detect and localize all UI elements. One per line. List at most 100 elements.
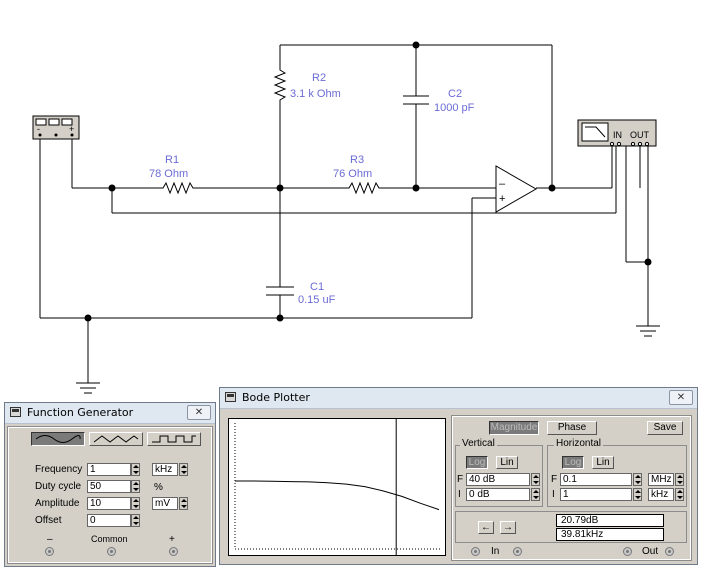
bode-magnitude-curve	[235, 480, 440, 511]
bode-plotter-window: Bode Plotter ✕ Magnitude Phase Save Vert…	[219, 387, 698, 565]
c1-name: C1	[310, 281, 324, 293]
r3-name: R3	[350, 154, 364, 166]
vertical-initial-prefix: I	[458, 489, 461, 500]
in-minus-terminal[interactable]	[513, 547, 522, 556]
horizontal-title: Horizontal	[554, 438, 604, 449]
horizontal-final-prefix: F	[551, 474, 558, 485]
bode-in-label: IN	[613, 130, 622, 140]
offset-input[interactable]: 0	[87, 514, 131, 527]
triangle-wave-icon	[93, 435, 139, 443]
out-plus-terminal[interactable]	[623, 547, 632, 556]
vertical-final-prefix: F	[457, 474, 464, 485]
sine-wave-icon	[35, 435, 81, 443]
out-label: Out	[642, 546, 659, 557]
bode-plotter-title: Bode Plotter	[242, 391, 310, 404]
c2-name: C2	[448, 88, 462, 100]
horizontal-final-input[interactable]: 0.1	[560, 473, 632, 486]
horizontal-lin-button[interactable]: Lin	[592, 456, 614, 469]
svg-text:–: –	[499, 178, 506, 190]
amplitude-unit-spinner[interactable]	[179, 497, 188, 510]
frequency-input[interactable]: 1	[87, 463, 131, 476]
vertical-initial-spinner[interactable]	[531, 488, 540, 501]
save-button[interactable]: Save	[647, 421, 683, 435]
r2-name: R2	[312, 72, 326, 84]
frequency-unit-spinner[interactable]	[179, 463, 188, 476]
c2-value: 1000 pF	[434, 102, 475, 114]
r1-value: 78 Ohm	[149, 168, 188, 180]
horizontal-log-button[interactable]: Log	[562, 456, 584, 469]
svg-text:+: +	[499, 193, 505, 205]
frequency-label: Frequency	[35, 464, 83, 475]
vertical-lin-button[interactable]: Lin	[496, 456, 518, 469]
horizontal-initial-spinner[interactable]	[633, 488, 642, 501]
horizontal-initial-unit-select[interactable]: kHz	[648, 488, 674, 501]
amplitude-spinner[interactable]	[131, 497, 140, 510]
bode-control-panel: Magnitude Phase Save Vertical Log Lin F …	[451, 415, 692, 561]
fg-term-minus-label: -	[37, 124, 40, 134]
offset-label: Offset	[35, 515, 62, 526]
bode-plotter-titlebar[interactable]: Bode Plotter ✕	[220, 388, 697, 409]
cursor-left-button[interactable]: ←	[478, 521, 494, 534]
common-terminal-label: Common	[91, 534, 128, 544]
bode-out-label: OUT	[630, 130, 650, 140]
duty-cycle-unit: %	[154, 482, 163, 493]
sine-wave-button[interactable]	[31, 432, 85, 446]
horizontal-final-unit-spinner[interactable]	[675, 473, 684, 486]
duty-cycle-spinner[interactable]	[131, 480, 140, 493]
amplitude-input[interactable]: 10	[87, 497, 131, 510]
horizontal-group: Horizontal Log Lin F 0.1 MHz I 1 kHz	[547, 438, 687, 507]
r2-value: 3.1 k Ohm	[290, 88, 341, 100]
minus-terminal-label: –	[47, 534, 53, 545]
c1-value: 0.15 uF	[298, 294, 336, 306]
horizontal-final-spinner[interactable]	[633, 473, 642, 486]
magnitude-button[interactable]: Magnitude	[489, 421, 539, 435]
vertical-final-input[interactable]: 40 dB	[466, 473, 530, 486]
bode-plotter-instrument[interactable]: IN OUT	[577, 119, 657, 147]
vertical-log-button[interactable]: Log	[466, 456, 488, 469]
function-generator-instrument[interactable]: - +	[32, 115, 80, 140]
vertical-title: Vertical	[460, 438, 497, 449]
vertical-initial-input[interactable]: 0 dB	[466, 488, 530, 501]
readout-magnitude: 20.79dB	[556, 514, 664, 527]
horizontal-initial-prefix: I	[552, 489, 555, 500]
close-icon[interactable]: ✕	[669, 390, 693, 405]
square-wave-icon	[152, 435, 196, 443]
horizontal-initial-input[interactable]: 1	[560, 488, 632, 501]
bode-plotter-app-icon	[225, 392, 236, 402]
r1-name: R1	[165, 154, 179, 166]
vertical-group: Vertical Log Lin F 40 dB I 0 dB	[455, 438, 543, 507]
function-generator-app-icon	[10, 407, 21, 417]
horizontal-initial-unit-spinner[interactable]	[675, 488, 684, 501]
fg-term-plus-label: +	[69, 124, 74, 134]
offset-spinner[interactable]	[131, 514, 140, 527]
close-icon[interactable]: ✕	[187, 405, 211, 420]
readout-frequency: 39.81kHz	[556, 528, 664, 541]
frequency-spinner[interactable]	[131, 463, 140, 476]
common-terminal[interactable]	[107, 547, 116, 556]
square-wave-button[interactable]	[147, 432, 201, 446]
plus-terminal-label: +	[169, 534, 175, 545]
minus-terminal[interactable]	[45, 547, 54, 556]
cursor-right-button[interactable]: →	[500, 521, 516, 534]
function-generator-window: Function Generator ✕ Frequency 1 kHz Dut…	[4, 402, 216, 567]
function-generator-panel: Frequency 1 kHz Duty cycle 50 % Amplitud…	[7, 426, 213, 564]
vertical-final-spinner[interactable]	[531, 473, 540, 486]
in-plus-terminal[interactable]	[471, 547, 480, 556]
duty-cycle-label: Duty cycle	[35, 481, 82, 492]
plus-terminal[interactable]	[169, 547, 178, 556]
amplitude-unit-select[interactable]: mV	[152, 497, 178, 510]
frequency-unit-select[interactable]: kHz	[152, 463, 178, 476]
readout-group: ← → 20.79dB 39.81kHz	[455, 511, 687, 543]
horizontal-final-unit-select[interactable]: MHz	[648, 473, 674, 486]
r3-value: 76 Ohm	[333, 168, 372, 180]
duty-cycle-input[interactable]: 50	[87, 480, 131, 493]
function-generator-titlebar[interactable]: Function Generator ✕	[5, 403, 215, 424]
triangle-wave-button[interactable]	[89, 432, 143, 446]
function-generator-title: Function Generator	[27, 406, 134, 419]
phase-button[interactable]: Phase	[547, 421, 597, 435]
bode-plot-area[interactable]	[228, 418, 446, 556]
amplitude-label: Amplitude	[35, 498, 80, 509]
out-minus-terminal[interactable]	[665, 547, 674, 556]
bode-plot-canvas	[234, 419, 441, 555]
